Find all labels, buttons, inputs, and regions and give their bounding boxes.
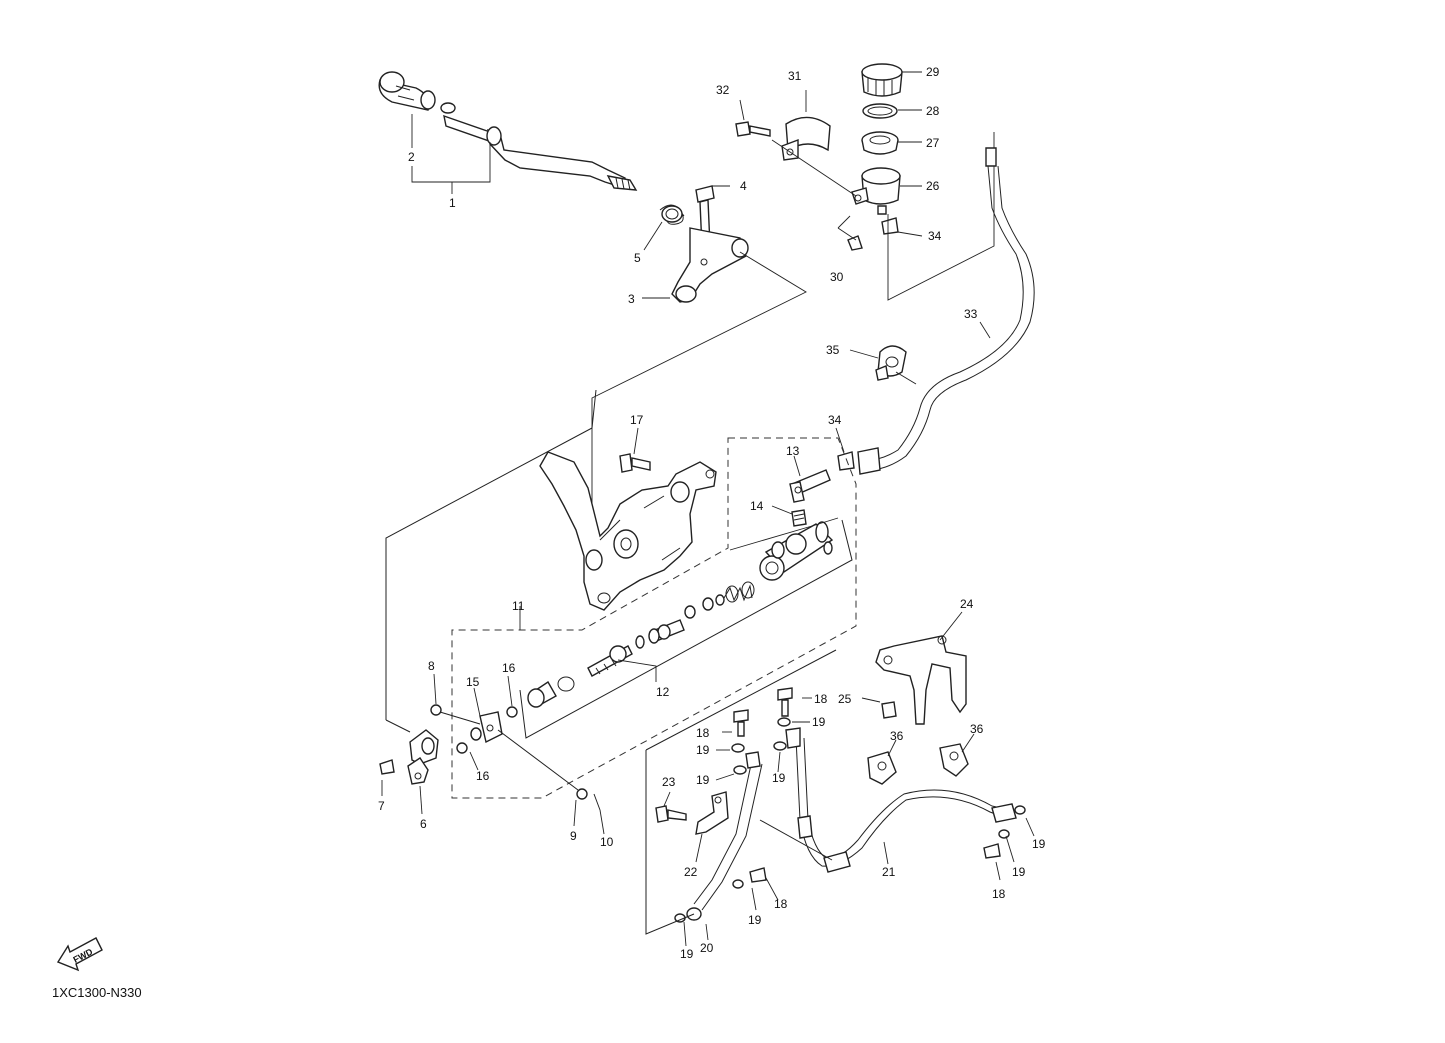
callout-19g: 19 <box>1012 865 1026 879</box>
callout-19h: 19 <box>1032 837 1046 851</box>
reservoir-tank <box>851 167 901 215</box>
reservoir-bolt <box>847 235 863 251</box>
reservoir-group <box>735 63 995 301</box>
callout-28: 28 <box>926 104 940 118</box>
callout-22: 22 <box>684 865 698 879</box>
hose-clamp-upper <box>881 217 899 235</box>
callout-19b: 19 <box>696 743 710 757</box>
brake-hose-lower <box>686 751 763 921</box>
band-bolt <box>735 121 771 137</box>
brake-rod-linkage <box>379 704 601 811</box>
callout-18c: 18 <box>774 897 788 911</box>
callout-16a: 16 <box>502 661 516 675</box>
reservoir-cap <box>861 63 903 97</box>
callout-11: 11 <box>512 599 525 613</box>
master-cylinder <box>759 521 834 581</box>
callout-8: 8 <box>428 659 435 673</box>
reservoir-band <box>781 116 831 161</box>
callout-18b: 18 <box>696 726 710 740</box>
hose-clamp-36a <box>867 751 897 785</box>
hose-clip-lower <box>837 451 855 471</box>
pedal-arm <box>440 102 638 191</box>
bracket-bolt <box>619 453 651 473</box>
hose-clamp-35 <box>875 345 907 381</box>
callout-33: 33 <box>964 307 978 321</box>
callout-2: 2 <box>408 150 415 164</box>
callout-29: 29 <box>926 65 940 79</box>
callout-36b: 36 <box>970 722 984 736</box>
callout-16b: 16 <box>476 769 490 783</box>
hose-guide <box>695 791 729 835</box>
callout-1: 1 <box>449 196 456 210</box>
callout-13: 13 <box>786 444 800 458</box>
callout-15: 15 <box>466 675 480 689</box>
reservoir-diaphragm <box>861 131 899 155</box>
callout-5: 5 <box>634 251 641 265</box>
callout-3: 3 <box>628 292 635 306</box>
fwd-arrow-icon: FWD <box>56 937 103 972</box>
callout-18a: 18 <box>814 692 828 706</box>
return-spring <box>659 204 685 225</box>
callout-18d: 18 <box>992 887 1006 901</box>
callout-26: 26 <box>926 179 940 193</box>
callout-25: 25 <box>838 692 852 706</box>
brake-pedal-assembly <box>378 71 807 556</box>
callout-12: 12 <box>656 685 670 699</box>
callout-4: 4 <box>740 179 747 193</box>
callout-labels: 1 2 3 4 5 6 7 8 9 10 11 12 13 14 15 16 1… <box>378 65 1046 961</box>
callout-19c: 19 <box>696 773 710 787</box>
callout-19e: 19 <box>748 913 762 927</box>
hose-joint <box>789 469 831 503</box>
callout-32: 32 <box>716 83 730 97</box>
diagram-code: 1XC1300-N330 <box>52 985 142 1000</box>
callout-19f: 19 <box>680 947 694 961</box>
callout-34b: 34 <box>828 413 842 427</box>
callout-27: 27 <box>926 136 940 150</box>
callout-30: 30 <box>830 270 844 284</box>
callout-9: 9 <box>570 829 577 843</box>
reservoir-hose <box>857 147 1035 475</box>
brake-hose-main <box>785 727 1017 873</box>
callout-14: 14 <box>750 499 764 513</box>
callout-19d: 19 <box>772 771 786 785</box>
guide-bolt <box>655 805 687 823</box>
callout-6: 6 <box>420 817 427 831</box>
caliper-bracket <box>875 635 967 725</box>
reservoir-plate <box>862 103 898 119</box>
callout-20: 20 <box>700 941 714 955</box>
callout-34a: 34 <box>928 229 942 243</box>
callout-7: 7 <box>378 799 385 813</box>
callout-19a: 19 <box>812 715 826 729</box>
callout-10: 10 <box>600 835 614 849</box>
callout-21: 21 <box>882 865 896 879</box>
joint-seal <box>791 509 807 527</box>
callout-17: 17 <box>630 413 644 427</box>
hose-clamp-36b <box>939 743 969 777</box>
pedal-bracket <box>671 227 749 303</box>
callout-24: 24 <box>960 597 974 611</box>
callout-31: 31 <box>788 69 802 83</box>
callout-36a: 36 <box>890 729 904 743</box>
callout-35: 35 <box>826 343 840 357</box>
footrest-bracket <box>539 451 717 611</box>
pedal-rubber <box>378 71 436 111</box>
callout-23: 23 <box>662 775 676 789</box>
union-bolts-and-washers <box>674 687 1026 923</box>
piston-kit <box>527 581 755 708</box>
